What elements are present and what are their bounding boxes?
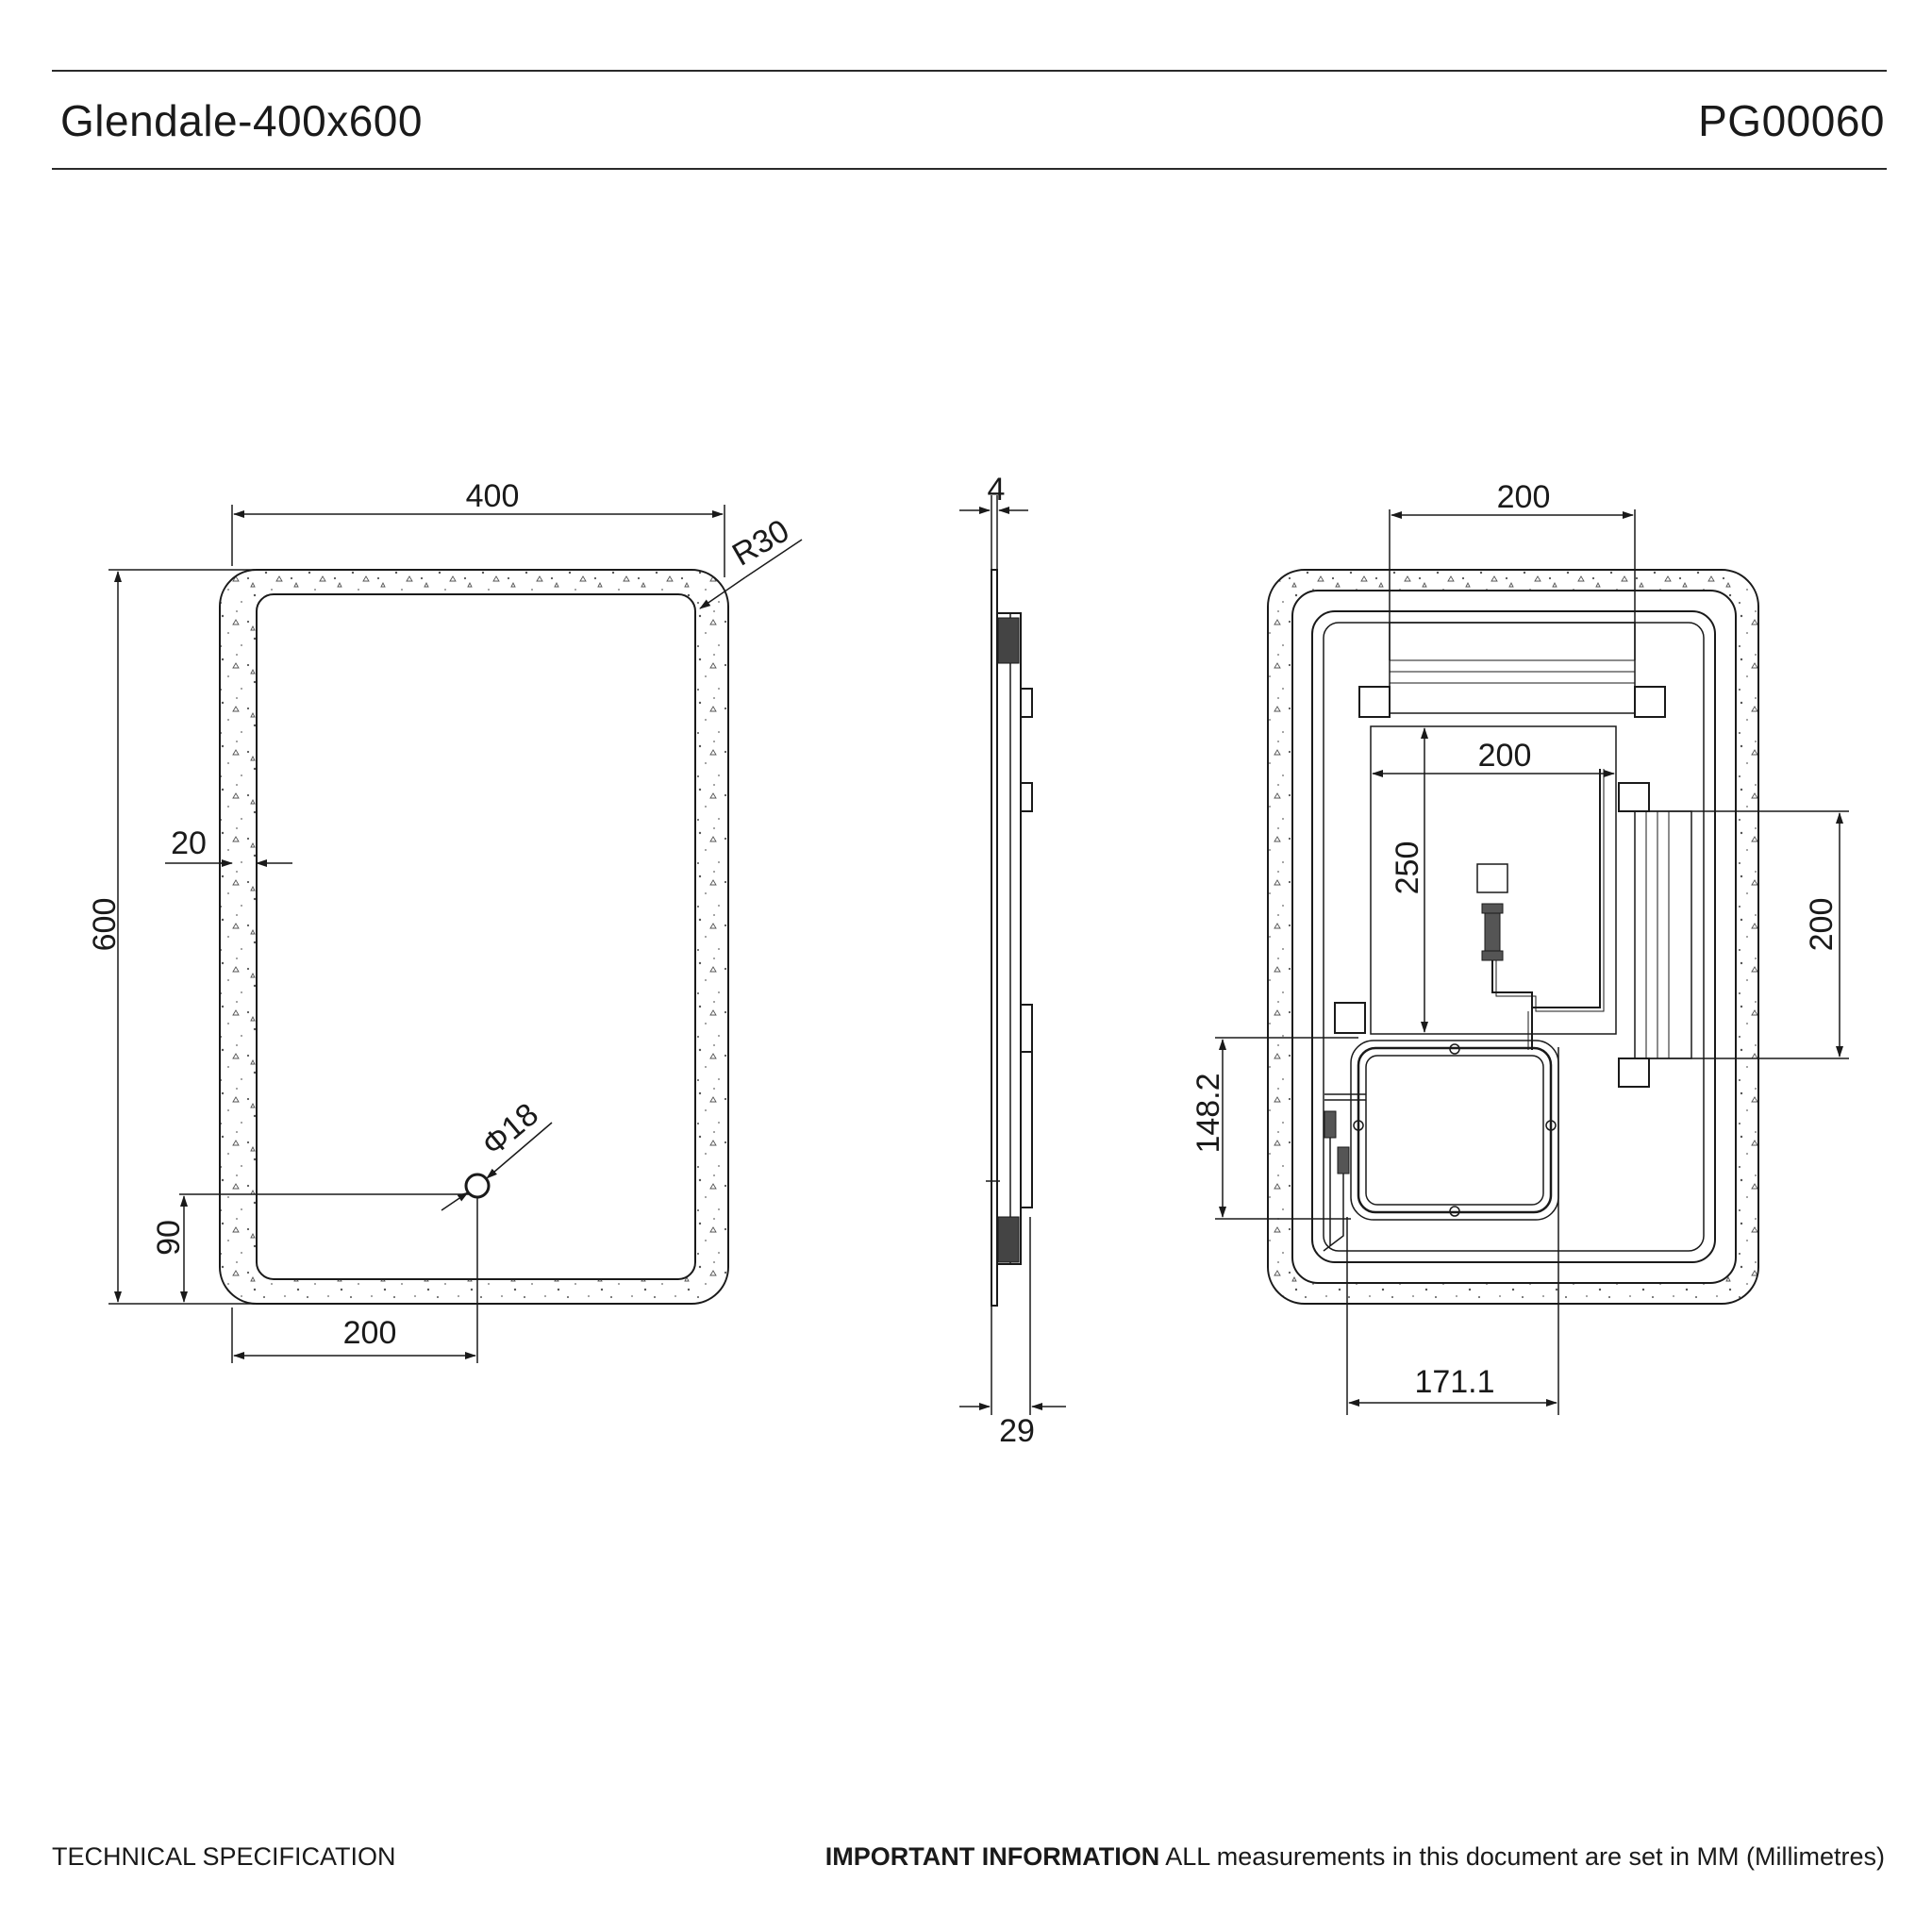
dim-side-depth: 29 xyxy=(999,1413,1035,1449)
dim-front-hole-diameter: Φ18 xyxy=(475,1096,545,1163)
back-center-plate xyxy=(1370,725,1617,1035)
back-top-bracket xyxy=(1389,622,1636,714)
product-title: Glendale-400x600 xyxy=(60,96,423,145)
footer-right: IMPORTANT INFORMATION ALL measurements i… xyxy=(825,1840,1885,1874)
dim-front-border: 20 xyxy=(171,825,207,861)
side-bracket-bottom xyxy=(997,1216,1020,1263)
dim-front-radius: R30 xyxy=(726,512,795,573)
dim-back-plate-height: 250 xyxy=(1390,841,1425,895)
dim-front-width: 400 xyxy=(466,478,520,514)
back-sensor xyxy=(1476,863,1508,893)
front-sensor-hole xyxy=(464,1173,491,1199)
back-junction-box xyxy=(1350,1040,1559,1221)
side-view xyxy=(959,495,1066,1415)
front-view xyxy=(108,505,803,1363)
dim-back-box-width: 171.1 xyxy=(1414,1364,1494,1400)
footer-left: TECHNICAL SPECIFICATION xyxy=(52,1842,396,1871)
product-code: PG00060 xyxy=(1698,96,1885,145)
dim-front-hole-height: 90 xyxy=(151,1220,187,1256)
side-bracket-top xyxy=(997,617,1020,664)
dim-side-glass: 4 xyxy=(988,472,1006,508)
back-side-bracket xyxy=(1634,810,1692,1059)
back-view xyxy=(1215,509,1849,1415)
header-top-rule xyxy=(52,70,1887,72)
dim-front-height: 600 xyxy=(87,898,123,952)
side-body xyxy=(997,612,1022,1265)
dim-back-plate-width: 200 xyxy=(1478,738,1532,774)
dim-back-side-bracket: 200 xyxy=(1804,898,1840,952)
dim-front-hole-offset: 200 xyxy=(343,1315,397,1351)
dim-back-top-bracket: 200 xyxy=(1497,479,1551,515)
header-bottom-rule xyxy=(52,168,1887,170)
footer-important-text: ALL measurements in this document are se… xyxy=(1165,1842,1885,1871)
back-panel xyxy=(1311,610,1716,1263)
side-glass xyxy=(991,569,998,1307)
back-frame-border xyxy=(1267,569,1759,1305)
footer-important-label: IMPORTANT INFORMATION xyxy=(824,1842,1160,1871)
dim-back-box-height: 148.2 xyxy=(1191,1073,1226,1153)
front-frame-border xyxy=(219,569,729,1305)
